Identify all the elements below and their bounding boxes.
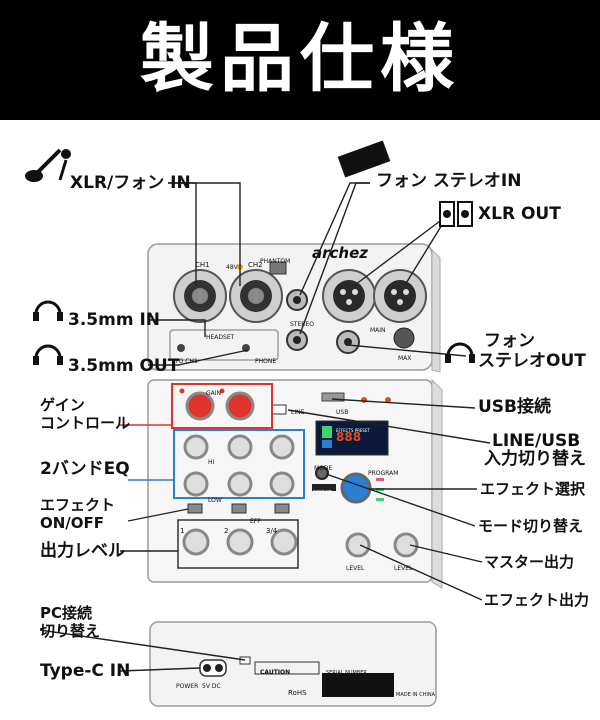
label-phone-stereo-in: フォン ステレオIN bbox=[376, 171, 522, 191]
label-phone-stereo-out-1: フォン bbox=[484, 331, 535, 351]
keyboard-icon bbox=[337, 140, 391, 178]
device-rear-panel bbox=[149, 621, 437, 707]
device-headset: HEADSET bbox=[206, 334, 235, 341]
device-ch-num-3: 3/4 bbox=[266, 527, 278, 535]
label-gain-1: ゲイン bbox=[40, 396, 85, 414]
device-main: MAIN bbox=[370, 327, 386, 334]
label-xlr-phone-in: XLR/フォン IN bbox=[70, 173, 191, 193]
page-title: 製品仕様 bbox=[140, 16, 460, 102]
page-header: 製品仕様 bbox=[0, 0, 600, 120]
label-eq-2band: 2バンドEQ bbox=[40, 459, 130, 479]
device-display-digits: 888 bbox=[336, 430, 362, 444]
label-35mm-in: 3.5mm IN bbox=[68, 310, 161, 330]
label-effect-onoff-2: ON/OFF bbox=[40, 514, 105, 532]
label-mode-switch: モード切り替え bbox=[478, 517, 584, 535]
eq-highlight bbox=[173, 429, 305, 499]
label-effect-select: エフェクト選択 bbox=[480, 480, 586, 498]
device-display-title: EFFECTS PRESET bbox=[336, 428, 370, 433]
device-gain: GAIN bbox=[206, 390, 222, 397]
device-caution: CAUTION bbox=[260, 669, 291, 676]
label-phone-stereo-out-2: ステレオOUT bbox=[478, 351, 586, 371]
device-back-panel bbox=[147, 243, 441, 373]
level-highlight bbox=[177, 519, 299, 569]
device-ch-num-2: 2 bbox=[224, 527, 229, 535]
label-line-usb-2: 入力切り替え bbox=[484, 449, 586, 469]
device-line: LINE bbox=[291, 409, 305, 416]
headset-icon-in bbox=[33, 300, 63, 321]
label-pc-switch-1: PC接続 bbox=[40, 604, 93, 622]
device-program: PROGRAM bbox=[368, 470, 399, 477]
device-mode: MODE bbox=[314, 465, 333, 472]
device-ch-num-1: 1 bbox=[180, 527, 185, 535]
device-eff: EFF bbox=[250, 518, 261, 525]
label-typec-in: Type-C IN bbox=[40, 661, 131, 681]
label-35mm-out: 3.5mm OUT bbox=[68, 356, 180, 376]
leader-lines bbox=[39, 182, 491, 672]
device-hi: HI bbox=[208, 459, 215, 466]
label-master-out: マスター出力 bbox=[484, 553, 575, 571]
speaker-icon bbox=[439, 201, 473, 227]
device-phantom: PHANTOM bbox=[260, 258, 291, 265]
label-effect-onoff-1: エフェクト bbox=[40, 496, 116, 514]
label-xlr-out: XLR OUT bbox=[478, 204, 561, 224]
headset-icon-out bbox=[33, 344, 63, 365]
label-usb-connect: USB接続 bbox=[478, 397, 552, 417]
device-stereo: STEREO bbox=[290, 321, 314, 328]
device-ch1: CH1 bbox=[195, 261, 210, 269]
device-max: MAX bbox=[398, 355, 412, 362]
device-serial: SERIAL NUMBER bbox=[326, 670, 367, 676]
label-pc-switch-2: 切り替え bbox=[40, 622, 101, 640]
gain-highlight bbox=[171, 383, 273, 429]
label-gain-2: コントロール bbox=[40, 414, 131, 432]
device-dc: 5V DC bbox=[202, 683, 221, 690]
device-rohs: RoHS bbox=[288, 689, 307, 697]
device-effect: EFFECT bbox=[313, 490, 332, 496]
device-power: POWER bbox=[176, 683, 199, 690]
device-48v: 48V bbox=[226, 264, 238, 271]
label-line-usb-1: LINE/USB bbox=[492, 431, 581, 451]
label-output-level: 出力レベル bbox=[40, 541, 125, 561]
device-made: MADE IN CHINA bbox=[396, 692, 436, 698]
headphone-icon-out bbox=[445, 342, 475, 363]
guitar-mic-icon bbox=[25, 148, 71, 182]
device-level-master: LEVEL bbox=[394, 565, 413, 572]
device-ch2: CH2 bbox=[248, 261, 263, 269]
device-brand: archez bbox=[312, 244, 368, 262]
device-low: LOW bbox=[208, 497, 222, 504]
label-effect-out: エフェクト出力 bbox=[484, 591, 590, 609]
device-usb: USB bbox=[336, 409, 349, 416]
device-to-ch1: TO CH1 bbox=[175, 358, 198, 365]
device-phone: PHONE bbox=[255, 358, 277, 365]
device-level-eff: LEVEL bbox=[346, 565, 365, 572]
